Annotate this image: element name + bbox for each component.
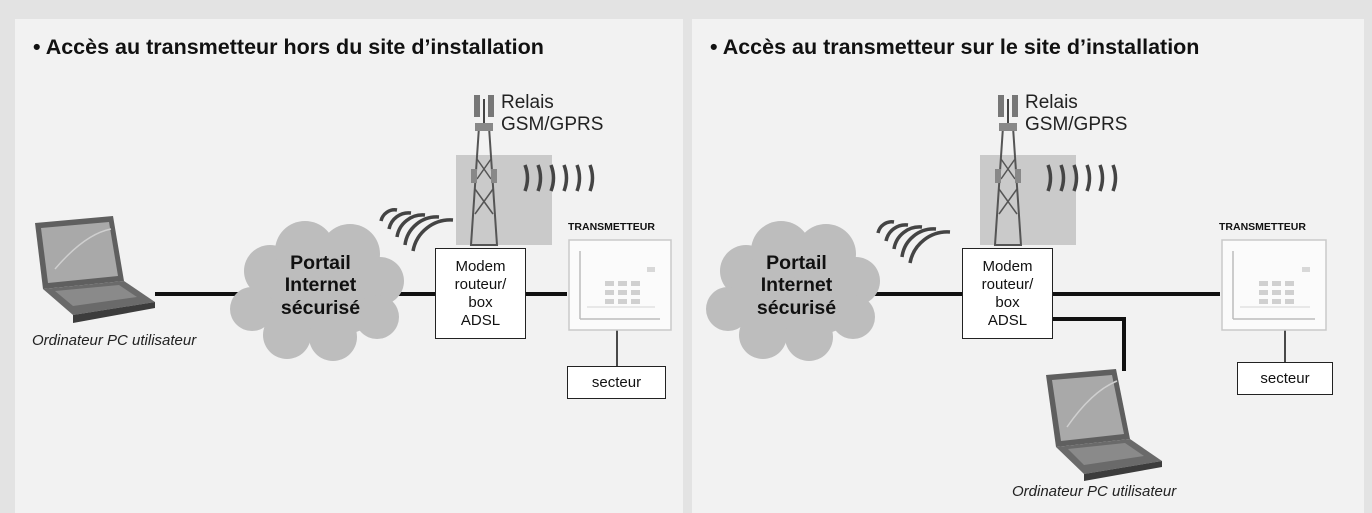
panel-off-site: • Accès au transmetteur hors du site d’i…	[15, 19, 683, 513]
modem-box: Modem routeur/ box ADSL	[962, 248, 1053, 339]
cloud-shape	[706, 221, 880, 361]
modem-box: Modem routeur/ box ADSL	[435, 248, 526, 339]
pc-label: Ordinateur PC utilisateur	[1012, 483, 1177, 500]
cloud-label: Portail Internet sécurisé	[756, 252, 837, 319]
relay-label: Relais GSM/GPRS	[1025, 92, 1128, 135]
power-box: secteur	[1237, 362, 1333, 395]
transmitter-icon	[568, 239, 672, 331]
network-diagram	[706, 95, 1327, 481]
relay-label: Relais GSM/GPRS	[501, 92, 604, 135]
cloud-shape	[230, 221, 404, 361]
power-box: secteur	[567, 366, 666, 399]
panel-on-site: • Accès au transmetteur sur le site d’in…	[692, 19, 1364, 513]
antenna-tower-icon	[456, 95, 552, 246]
panel-title: • Accès au transmetteur sur le site d’in…	[710, 35, 1200, 59]
laptop-icon	[35, 216, 155, 323]
signal-waves-right-icon	[523, 164, 595, 192]
transmitter-label: TRANSMETTEUR	[568, 221, 655, 233]
laptop-icon	[1046, 369, 1162, 481]
signal-waves-right-icon	[1046, 164, 1118, 192]
panel-title: • Accès au transmetteur hors du site d’i…	[33, 35, 544, 59]
antenna-tower-icon	[980, 95, 1076, 246]
pc-label: Ordinateur PC utilisateur	[32, 332, 197, 349]
signal-waves-left-icon	[876, 220, 951, 264]
signal-waves-left-icon	[379, 208, 454, 252]
cloud-label: Portail Internet sécurisé	[280, 252, 361, 319]
transmitter-icon	[1221, 239, 1327, 331]
link-modem-pc	[1053, 317, 1126, 371]
network-diagram	[35, 95, 672, 367]
transmitter-label: TRANSMETTEUR	[1219, 221, 1306, 233]
